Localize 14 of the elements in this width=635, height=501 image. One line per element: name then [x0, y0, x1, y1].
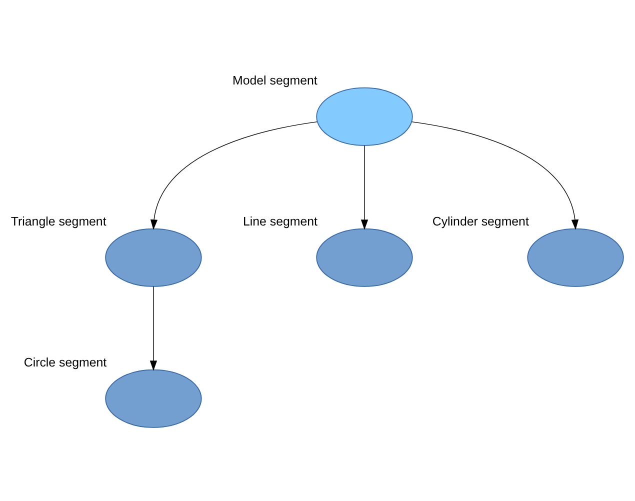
node-label: Circle segment	[24, 354, 107, 369]
node-label: Triangle segment	[10, 214, 106, 228]
arrow	[150, 286, 158, 370]
node-ellipse	[316, 228, 413, 286]
node-label: Cylinder segment	[432, 214, 529, 228]
node-ellipse	[316, 86, 413, 146]
arrow	[412, 120, 579, 230]
node-ellipse	[527, 228, 624, 286]
node-label: Line segment	[243, 214, 318, 228]
arrow	[360, 144, 368, 230]
node-ellipse	[105, 228, 202, 286]
node-ellipse	[105, 368, 202, 428]
node-label: Model segment	[232, 72, 318, 87]
arrow	[150, 120, 318, 230]
